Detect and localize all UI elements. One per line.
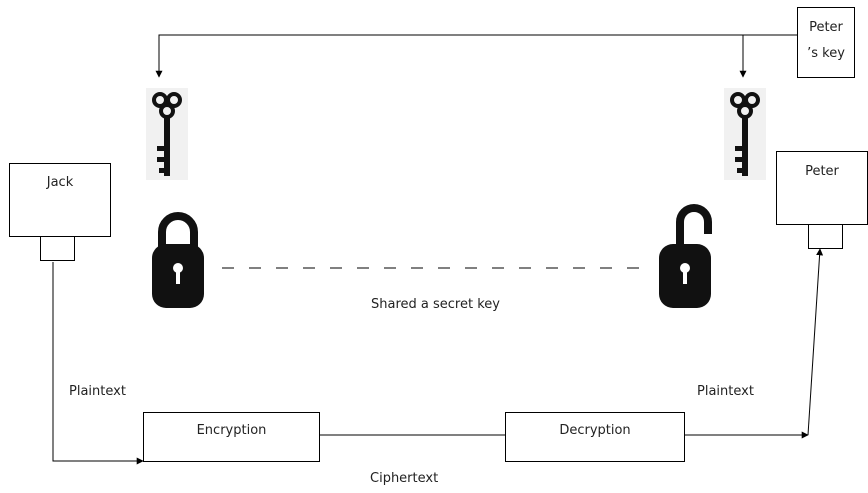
encryption-label: Encryption — [196, 423, 267, 438]
ciphertext-label: Ciphertext — [370, 471, 439, 486]
peter-label: Peter — [805, 164, 839, 179]
jack-label: Jack — [46, 175, 74, 190]
key-icon — [146, 88, 188, 180]
decryption-box: Decryption — [505, 412, 685, 462]
locked-padlock-icon — [152, 212, 204, 308]
peters-key-box: Peter ’s key — [797, 7, 855, 78]
decryption-label: Decryption — [559, 423, 631, 438]
unlocked-padlock-icon — [659, 204, 712, 308]
key-icon — [724, 88, 766, 180]
peter-port — [808, 224, 843, 249]
peters-key-label-line2: ’s key — [807, 46, 845, 61]
plaintext-right-label: Plaintext — [697, 384, 754, 399]
peter-box: Peter — [776, 151, 868, 225]
jack-to-encryption-arrow — [52, 262, 144, 465]
jack-port — [40, 236, 75, 261]
encryption-box: Encryption — [143, 412, 320, 462]
peters-key-label-line1: Peter — [809, 20, 843, 35]
to-peter-arrow — [807, 248, 824, 436]
shared-secret-label: Shared a secret key — [371, 297, 500, 312]
jack-box: Jack — [9, 163, 111, 237]
key-distribution-line — [155, 34, 797, 78]
plaintext-left-label: Plaintext — [69, 384, 126, 399]
